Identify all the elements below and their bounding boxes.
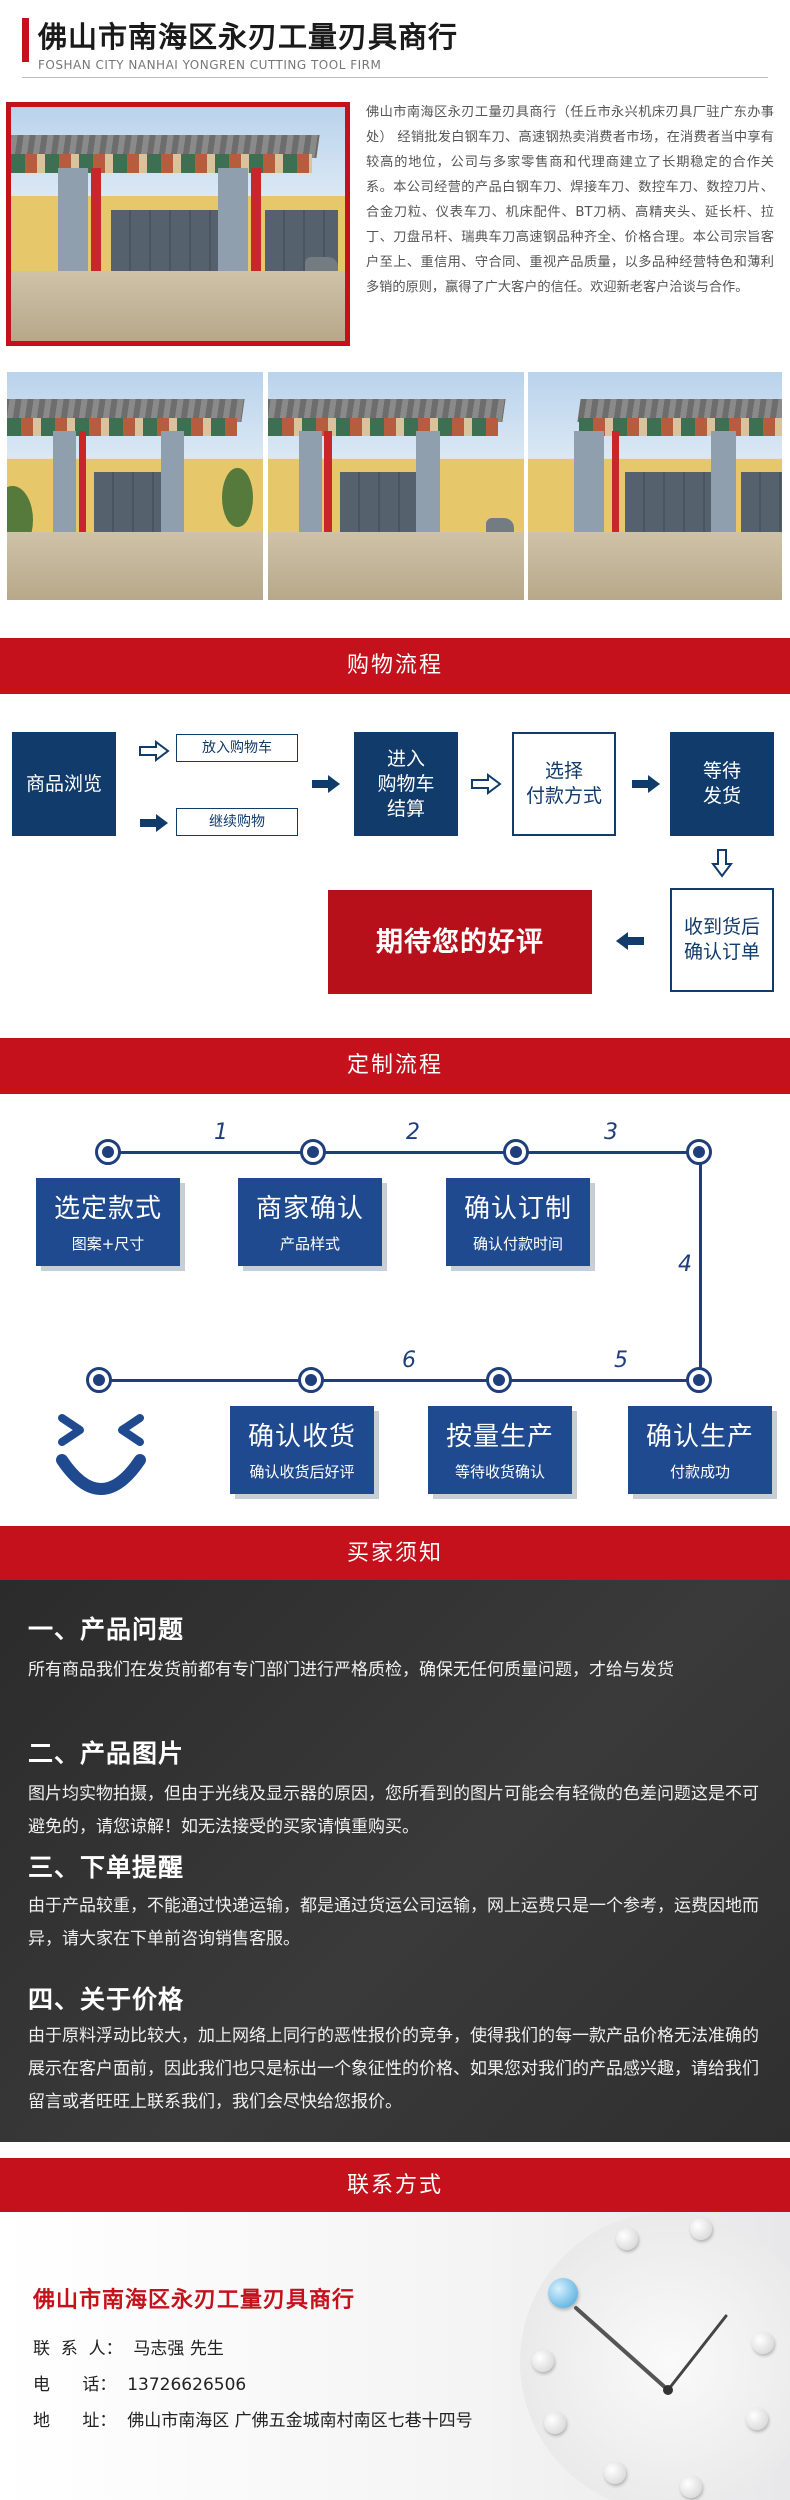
company-intro: 佛山市南海区永刃工量刃具商行（任丘市永兴机床刃具厂驻广东办事处） 经销批发白钢车… (366, 105, 774, 295)
custom-line-top (108, 1151, 700, 1154)
header-accent-bar (22, 18, 29, 62)
step-number-2: 2 (406, 1120, 420, 1145)
notice-heading-order: 三、下单提醒 (28, 1853, 185, 1882)
flow-await-shipping: 等待 发货 (670, 732, 774, 836)
notice-text-quality: 所有商品我们在发货前都有专门部门进行严格质检，确保无任何质量问题，才给与发货 (28, 1660, 674, 1680)
step-title: 确认生产 (645, 1422, 754, 1452)
custom-line-bottom (100, 1379, 700, 1382)
custom-step-select-style: 选定款式 图案+尺寸 (36, 1178, 180, 1266)
step-subtitle: 产品样式 (279, 1235, 340, 1253)
section-banner-custom: 定制流程 (0, 1038, 790, 1094)
custom-step-confirm-receipt: 确认收货 确认收货后好评 (230, 1406, 374, 1494)
step-title: 确认订制 (463, 1194, 572, 1224)
page-subtitle: FOSHAN CITY NANHAI YONGREN CUTTING TOOL … (38, 58, 382, 72)
custom-node (686, 1367, 712, 1393)
contact-panel: 佛山市南海区永刃工量刃具商行 联 系 人： 马志强 先生 电 话： 137266… (0, 2212, 790, 2500)
flow-expect-review: 期待您的好评 (328, 890, 592, 994)
notice-heading-images: 二、产品图片 (28, 1739, 185, 1768)
custom-step-batch-production: 按量生产 等待收货确认 (428, 1406, 572, 1494)
step-number-1: 1 (214, 1120, 228, 1145)
arrow-right-icon (140, 814, 168, 832)
flow-confirm-order: 收到货后 确认订单 (670, 888, 774, 992)
step-number-6: 6 (402, 1348, 416, 1373)
custom-node (95, 1139, 121, 1165)
step-subtitle: 图案+尺寸 (71, 1235, 145, 1253)
flow-select-payment: 选择 付款方式 (512, 732, 616, 836)
factory-gate-photo-3 (528, 372, 782, 600)
header-divider (22, 77, 768, 78)
page-header: 佛山市南海区永刃工量刃具商行 FOSHAN CITY NANHAI YONGRE… (0, 0, 790, 80)
section-banner-shopping: 购物流程 (0, 638, 790, 694)
step-title: 按量生产 (445, 1422, 554, 1452)
notice-text-order: 由于产品较重，不能通过快递运输，都是通过货运公司运输，网上运费只是一个参考，运费… (28, 1896, 759, 1949)
notice-heading-price: 四、关于价格 (28, 1985, 185, 2014)
custom-node (503, 1139, 529, 1165)
custom-step-confirm-order: 确认订制 确认付款时间 (446, 1178, 590, 1266)
buyer-notice-panel: 一、产品问题 所有商品我们在发货前都有专门部门进行严格质检，确保无任何质量问题，… (0, 1580, 790, 2142)
clock-decoration (520, 2212, 790, 2500)
arrow-right-icon (312, 775, 340, 793)
step-number-4: 4 (678, 1252, 692, 1277)
arrow-left-icon (616, 932, 644, 950)
step-title: 确认收货 (247, 1422, 356, 1452)
custom-node (300, 1139, 326, 1165)
custom-node (298, 1367, 324, 1393)
custom-step-confirm-production: 确认生产 付款成功 (628, 1406, 772, 1494)
custom-node (486, 1367, 512, 1393)
notice-text-images: 图片均实物拍摄，但由于光线及显示器的原因，您所看到的图片可能会有轻微的色差问题这… (28, 1784, 759, 1837)
step-number-3: 3 (604, 1120, 618, 1145)
contact-address: 地 址： 佛山市南海区 广佛五金城南村南区七巷十四号 (33, 2411, 473, 2431)
smiley-face-icon (56, 1414, 146, 1495)
step-title: 商家确认 (255, 1194, 364, 1224)
step-subtitle: 付款成功 (669, 1463, 730, 1481)
step-number-5: 5 (614, 1348, 628, 1373)
step-subtitle: 确认收货后好评 (249, 1463, 355, 1481)
flow-checkout: 进入 购物车 结算 (354, 732, 458, 836)
arrow-right-outline-icon (471, 773, 502, 795)
custom-line-right (699, 1152, 702, 1380)
flow-continue-shopping: 继续购物 (176, 808, 298, 836)
section-banner-contact: 联系方式 (0, 2158, 790, 2214)
arrow-down-outline-icon (711, 849, 733, 878)
custom-node (686, 1139, 712, 1165)
factory-gate-photo-2 (268, 372, 524, 600)
arrow-right-icon (632, 775, 660, 793)
flow-add-cart: 放入购物车 (176, 734, 298, 762)
custom-node (86, 1367, 112, 1393)
custom-step-merchant-confirm: 商家确认 产品样式 (238, 1178, 382, 1266)
notice-heading-quality: 一、产品问题 (28, 1615, 185, 1644)
notice-text-price: 由于原料浮动比较大，加上网络上同行的恶性报价的竞争，使得我们的每一款产品价格无法… (28, 2026, 759, 2112)
flow-browse: 商品浏览 (12, 732, 116, 836)
arrow-right-outline-icon (139, 740, 170, 762)
factory-gate-photo-1 (7, 372, 263, 600)
section-banner-notice: 买家须知 (0, 1526, 790, 1582)
step-title: 选定款式 (53, 1194, 162, 1224)
step-subtitle: 确认付款时间 (472, 1235, 563, 1253)
clock-hands-icon (574, 2306, 728, 2395)
factory-gate-photo-main (6, 102, 350, 346)
step-subtitle: 等待收货确认 (454, 1463, 545, 1481)
contact-person: 联 系 人： 马志强 先生 (33, 2339, 224, 2359)
contact-phone: 电 话： 13726626506 (33, 2375, 247, 2395)
page-title: 佛山市南海区永刃工量刃具商行 (38, 20, 459, 54)
contact-company-name: 佛山市南海区永刃工量刃具商行 (33, 2288, 356, 2313)
